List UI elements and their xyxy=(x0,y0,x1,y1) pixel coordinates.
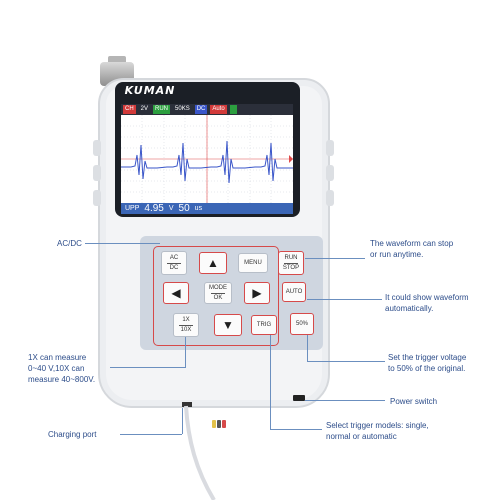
label-x1-x10: 1X can measure 0~40 V,10X can measure 40… xyxy=(28,353,96,384)
volt-div: 2V xyxy=(140,106,149,112)
left-grip xyxy=(93,190,101,206)
usb-plug-icon xyxy=(212,420,232,428)
callout-line-trig-h xyxy=(270,429,322,430)
trig-button[interactable]: TRIG xyxy=(251,315,277,335)
x10-label: 10X xyxy=(180,326,192,333)
readout-unit: V xyxy=(168,205,174,212)
right-grip xyxy=(326,190,334,206)
callout-line-charging-h xyxy=(120,434,182,435)
ac-dc-button[interactable]: AC DC xyxy=(161,251,187,275)
label-run-stop: The waveform can stop or run anytime. xyxy=(370,239,454,259)
callout-line-x1x10-h xyxy=(110,367,186,368)
sample-rate: 50KS xyxy=(175,106,190,112)
status-bar: CH 2V RUN 50KS DC Auto xyxy=(121,104,293,115)
left-grip xyxy=(93,140,101,156)
timebase-value: 50 xyxy=(178,203,190,214)
label-ac-dc: AC/DC xyxy=(57,239,82,248)
right-grip xyxy=(326,140,334,156)
brand-logo: KUMAN xyxy=(124,84,176,97)
label-auto: It could show waveform automatically. xyxy=(385,293,469,313)
left-grip xyxy=(93,165,101,181)
readout-prefix: UPP xyxy=(125,205,140,212)
callout-line-power xyxy=(305,400,385,401)
label-trig: Select trigger models: single, normal or… xyxy=(326,421,429,441)
callout-line-x1x10-v xyxy=(185,337,186,367)
readout-value: 4.95 xyxy=(144,203,164,214)
ok-label: OK xyxy=(213,294,223,301)
callout-line-50pct-v xyxy=(307,335,308,361)
oscilloscope-screen: CH 2V RUN 50KS DC Auto UPP 4.95 V 50 us xyxy=(121,104,293,214)
callout-line-charging-v xyxy=(182,408,183,434)
label-charging-port: Charging port xyxy=(48,430,97,439)
measurement-readout: UPP 4.95 V 50 us xyxy=(121,203,293,214)
power-switch[interactable] xyxy=(293,395,305,401)
charging-port[interactable] xyxy=(182,402,192,407)
label-power-switch: Power switch xyxy=(390,397,438,406)
auto-badge: Auto xyxy=(210,105,227,114)
battery-icon xyxy=(229,105,238,114)
run-badge: RUN xyxy=(153,105,171,114)
up-arrow-button[interactable]: ▲ xyxy=(199,252,227,274)
menu-button[interactable]: MENU xyxy=(238,253,268,273)
down-arrow-button[interactable]: ▼ xyxy=(214,314,242,336)
x1-label: 1X xyxy=(182,316,190,323)
coupling-badge: DC xyxy=(194,105,208,114)
waveform-trace xyxy=(121,140,293,184)
mode-label: MODE xyxy=(209,284,227,291)
right-grip xyxy=(326,165,334,181)
callout-line-run-stop xyxy=(305,258,365,259)
waveform-plot xyxy=(121,115,293,203)
label-fifty-percent: Set the trigger voltage to 50% of the or… xyxy=(388,353,467,373)
bnc-connector-tip xyxy=(108,56,126,66)
callout-line-trig-v xyxy=(270,335,271,429)
ac-dc-label-bottom: DC xyxy=(169,264,179,271)
callout-line-auto xyxy=(307,299,382,300)
run-stop-button[interactable]: RUN STOP xyxy=(278,251,304,275)
arrow-cluster-ring xyxy=(153,246,279,346)
left-arrow-button[interactable]: ◀ xyxy=(163,282,189,304)
fifty-percent-button[interactable]: 50% xyxy=(290,313,314,335)
right-arrow-button[interactable]: ▶ xyxy=(244,282,270,304)
timebase-unit: us xyxy=(194,205,203,212)
auto-button[interactable]: AUTO xyxy=(282,282,306,302)
stop-label: STOP xyxy=(282,264,300,271)
channel-badge: CH xyxy=(123,105,136,114)
usb-cable xyxy=(184,405,216,500)
ac-dc-label-top: AC xyxy=(169,254,179,261)
callout-line-ac-dc xyxy=(85,243,160,244)
run-label: RUN xyxy=(284,254,298,261)
callout-line-50pct-h xyxy=(307,361,385,362)
mode-ok-button[interactable]: MODE OK xyxy=(204,282,232,304)
